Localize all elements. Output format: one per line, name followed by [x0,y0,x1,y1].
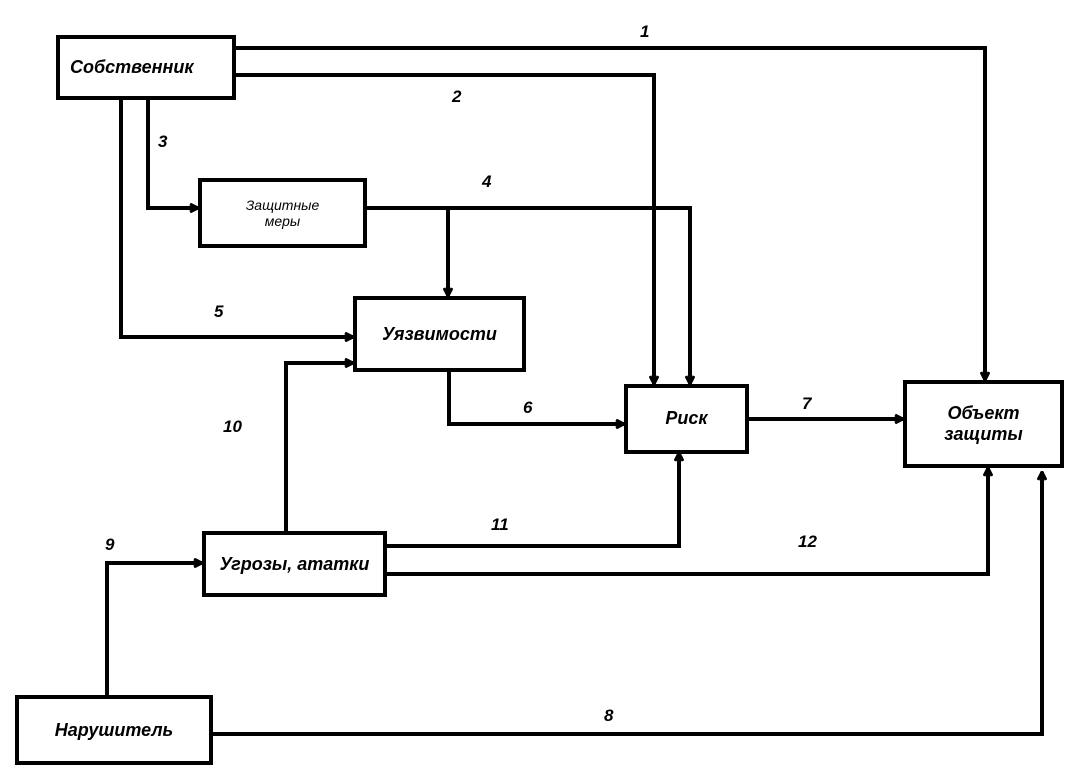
node-vulnerabilities-label: Уязвимости [382,323,497,344]
edge-9-line [105,563,202,695]
edge-12-line [386,468,988,576]
edge-2-label: 2 [452,87,462,106]
edge-1-label: 1 [640,22,650,41]
edge-5-label: 5 [214,302,224,321]
node-threats-label: Угрозы, ататки [219,553,370,574]
node-intruder-label: Нарушитель [54,719,174,740]
edge-4-line [366,206,690,384]
node-intruder: Нарушитель [15,695,213,765]
node-measures-label: Защитные меры [245,197,320,229]
node-threats: Угрозы, ататки [202,531,387,597]
edge-3-line [146,100,198,208]
node-vulnerabilities: Уязвимости [353,296,526,372]
edge-7-label: 7 [802,394,812,413]
node-risk: Риск [624,384,749,454]
node-owner: Собственник [56,35,236,100]
node-object-label: Объект защиты [944,403,1023,444]
edge-4-label: 4 [482,172,492,191]
edge-5-line [119,100,353,337]
edge-8-line [212,472,1042,736]
node-object: Объект защиты [903,380,1064,468]
edge-10-label: 10 [223,417,242,436]
edge-8-label: 8 [604,706,614,725]
edge-11-label: 11 [491,515,509,534]
edge-6-line [447,372,624,424]
node-risk-label: Риск [665,408,708,428]
edge-2-line [235,73,654,384]
edge-10-line [284,363,353,531]
node-owner-label: Собственник [70,57,194,77]
edge-1-line [235,46,985,380]
edge-11-line [386,453,679,548]
edge-9-label: 9 [105,535,115,554]
edge-3-label: 3 [158,132,168,151]
edge-6-label: 6 [523,398,533,417]
node-measures: Защитные меры [198,178,367,248]
edge-12-label: 12 [798,532,817,551]
